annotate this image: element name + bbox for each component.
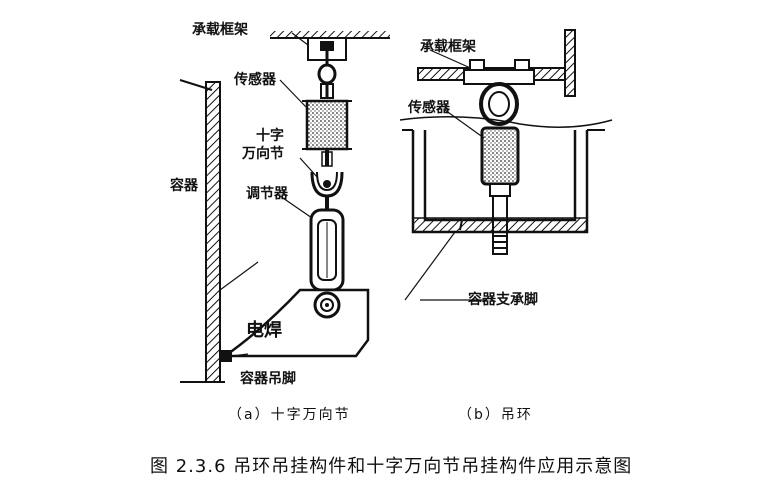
figure-b xyxy=(399,29,613,301)
frame-b xyxy=(417,49,566,85)
universal-joint-a xyxy=(299,149,344,198)
weld-a-label: 电焊 xyxy=(246,320,282,341)
subcaption-b: （b）吊环 xyxy=(458,407,533,423)
top-link-a xyxy=(317,50,337,99)
sensor-a xyxy=(279,79,352,151)
foot-a-label: 容器吊脚 xyxy=(240,371,296,387)
support-b-label: 容器支承脚 xyxy=(468,292,538,308)
frame-b-label: 承载框架 xyxy=(420,39,476,55)
adjuster-a-label: 调节器 xyxy=(246,186,288,202)
figure-caption: 图 2.3.6 吊环吊挂构件和十字万向节吊挂构件应用示意图 xyxy=(150,456,633,477)
ujoint-a-label-1: 十字 xyxy=(256,128,284,144)
lifting-ring-b xyxy=(479,82,519,126)
figure-a xyxy=(179,31,390,383)
ujoint-a-label-2: 万向节 xyxy=(242,146,284,162)
right-wall-b xyxy=(564,29,576,97)
container-a-label: 容器 xyxy=(170,178,198,194)
frame-a xyxy=(270,31,390,61)
container-section-b xyxy=(399,116,613,301)
subcaption-a: （a）十字万向节 xyxy=(228,407,351,423)
container-foot-a xyxy=(221,288,370,358)
sensor-a-label: 传感器 xyxy=(234,72,276,88)
frame-a-label: 承载框架 xyxy=(192,22,248,38)
sensor-b-label: 传感器 xyxy=(408,100,450,116)
container-wall-a xyxy=(179,79,259,383)
adjuster-a xyxy=(279,195,345,298)
sensor-b xyxy=(444,109,520,197)
